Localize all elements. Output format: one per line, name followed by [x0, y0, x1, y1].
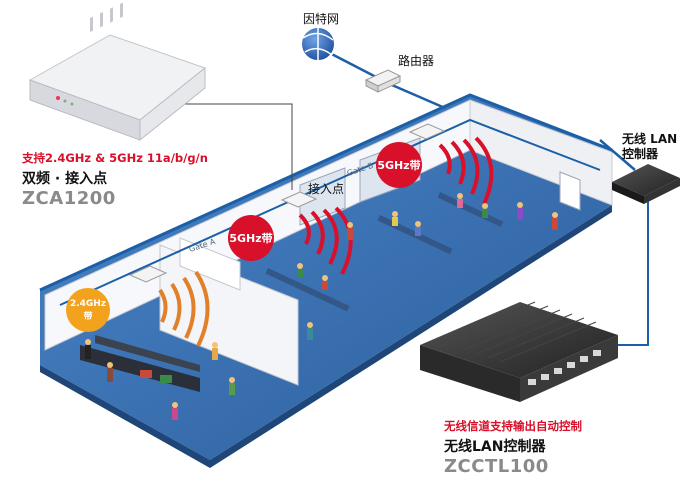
lan-controller-top-icon: [612, 164, 680, 204]
ap-leader-line: [185, 103, 293, 190]
waves-right: [438, 136, 494, 205]
globe-lines: [302, 28, 334, 60]
lan-controller-top-line2: 控制器: [622, 147, 659, 161]
internet-label: 因特网: [303, 12, 340, 26]
waves-left: [158, 270, 210, 347]
band-badge-5ghz-mid: 5GHz带: [228, 215, 274, 261]
partition-left: [159, 244, 299, 386]
band-badge-5ghz-right: 5GHz带: [376, 142, 422, 188]
waves-mid: [298, 206, 353, 275]
cable-ceiling: [59, 118, 601, 306]
access-point-device-photo: [28, 2, 207, 142]
seating-area: [172, 192, 558, 420]
lan-controller-device-photo: [420, 301, 618, 402]
access-point-label: 接入点: [308, 182, 345, 196]
check-in-counter: [80, 335, 200, 392]
cable-router-building: [384, 80, 446, 110]
ctrl-spec-text: 无线信道支持输出自动控制: [444, 419, 582, 433]
door-right: [559, 171, 581, 211]
router-label: 路由器: [398, 54, 435, 68]
cable-building-controller: [599, 139, 636, 171]
ap-model: ZCA1200: [22, 188, 116, 209]
router-icon: [364, 69, 402, 93]
ceiling-ap-mid: [280, 191, 318, 208]
ceiling-ap-left: [128, 265, 168, 283]
ctrl-title: 无线LAN控制器: [444, 439, 546, 455]
ap-title: 双频 · 接入点: [22, 171, 108, 187]
lan-controller-top-line1: 无线 LAN: [622, 132, 678, 146]
ap-spec-text: 支持2.4GHz & 5GHz 11a/b/g/n: [22, 151, 208, 165]
cable-controller-box: [598, 195, 649, 346]
lan-controller-top-label: 无线 LAN 控制器: [622, 132, 677, 162]
ceiling-ap-right: [408, 123, 446, 140]
building-top-edge: [39, 93, 613, 292]
partition-mid: [179, 237, 241, 291]
ctrl-model: ZCCTL100: [444, 456, 549, 477]
band-badge-24ghz: 2.4GHz带: [66, 288, 110, 332]
